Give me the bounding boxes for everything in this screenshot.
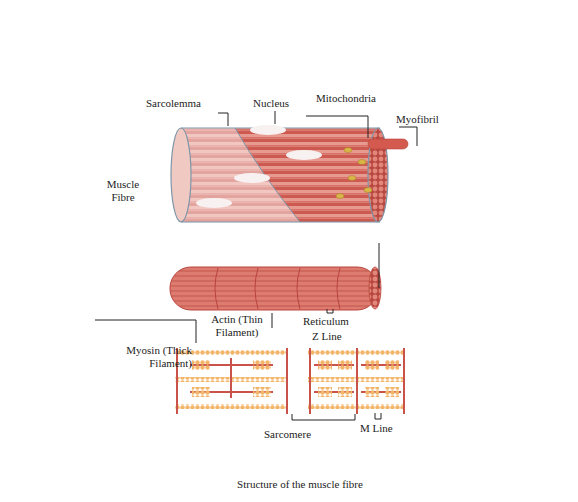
part-label: Sarcolemma [146,97,218,110]
leader-lines [95,111,417,420]
myofibril [170,267,381,310]
part-label: Myofibril [396,113,456,126]
muscle-fibre [171,125,408,222]
part-label: Sarcomere [264,428,334,441]
part-label: Mitochondria [316,92,396,105]
part-label: Myosin (Thick Filament) [96,344,192,370]
sarcomere-diagram [175,348,405,414]
figure-caption: Structure of the muscle fibre [150,478,450,491]
part-label: Muscle Fibre [98,178,148,204]
part-label: Reticulum [303,315,363,328]
part-label: Z Line [312,330,362,343]
part-label: Actin (Thin Filament) [206,313,268,339]
part-label: Nucleus [253,97,303,110]
part-label: M Line [360,422,420,435]
